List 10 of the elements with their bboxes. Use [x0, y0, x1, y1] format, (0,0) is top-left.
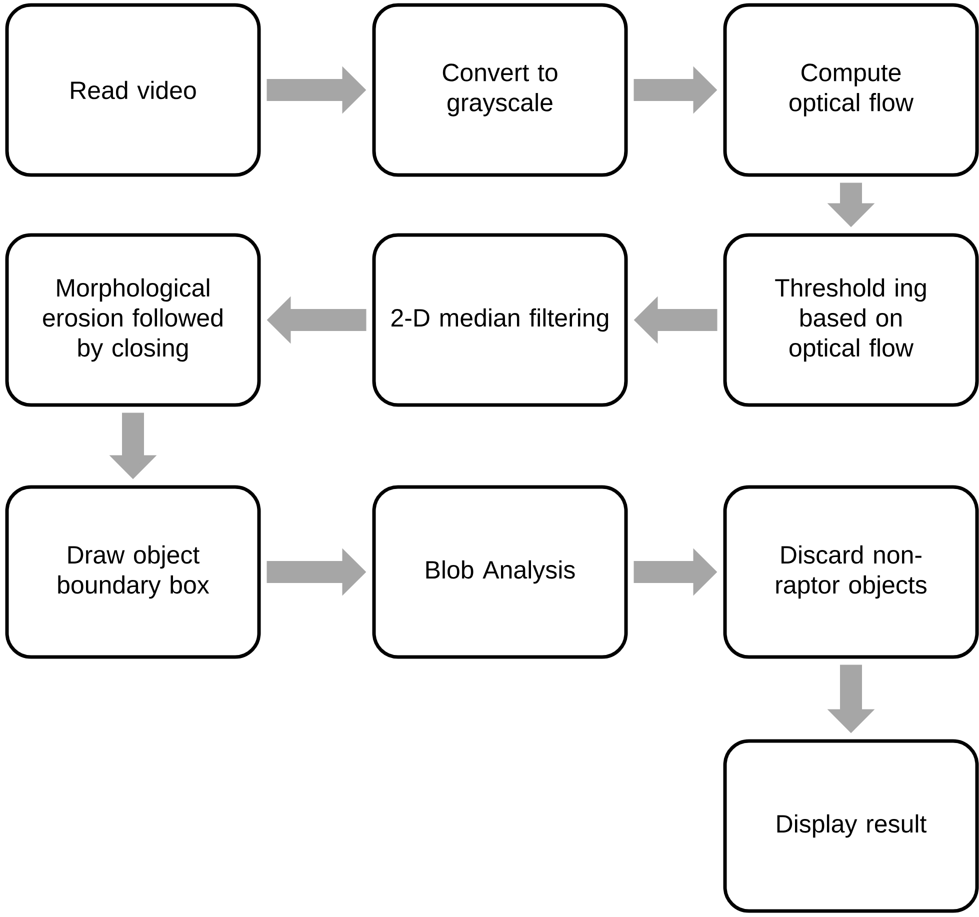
process-box: Draw object boundary box: [5, 485, 261, 659]
process-box: Read video: [5, 3, 261, 177]
process-box: 2-D median filtering: [372, 233, 628, 407]
process-box: Morphological erosion followed by closing: [5, 233, 261, 407]
process-box: Threshold ing based on optical flow: [723, 233, 979, 407]
process-box: Blob Analysis: [372, 485, 628, 659]
process-box: Compute optical flow: [723, 3, 979, 177]
process-box: Convert to grayscale: [372, 3, 628, 177]
process-box: Discard non-raptor objects: [723, 485, 979, 659]
process-box: Display result: [723, 739, 979, 913]
